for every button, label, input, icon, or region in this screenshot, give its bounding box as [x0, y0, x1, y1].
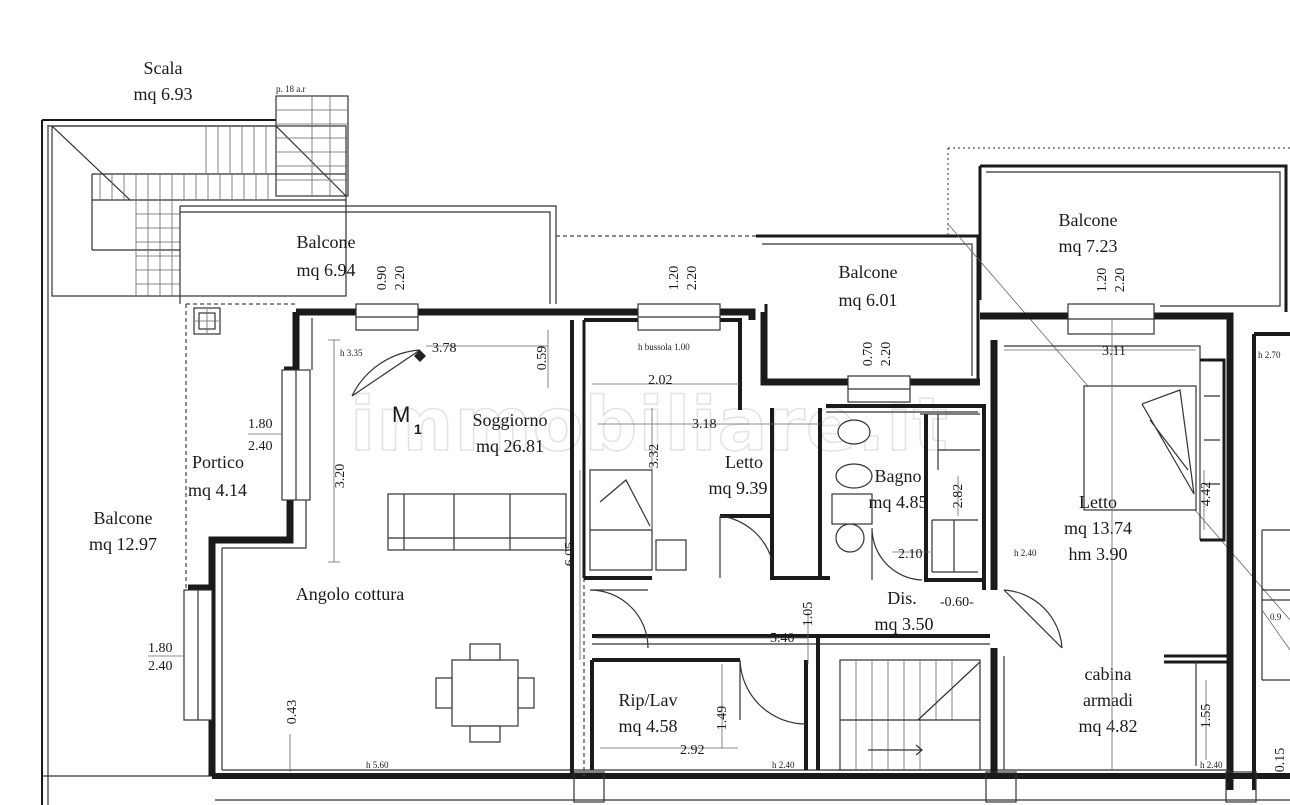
dim-win-top3-b: 2.20: [879, 342, 894, 367]
dim-win-left-a1: 1.80: [248, 417, 273, 432]
label-balcone-right-area: mq 7.23: [1058, 236, 1117, 256]
label-rip-area: mq 4.58: [618, 716, 677, 736]
note-h-bottom-right: h 2.40: [1200, 760, 1223, 770]
label-portico-area: mq 4.14: [188, 480, 247, 500]
label-balcone-left-name: Balcone: [94, 508, 153, 528]
label-letto2-area: mq 13.74: [1064, 518, 1132, 538]
dim-2-02: 2.02: [648, 373, 673, 388]
label-angolo-cottura: Angolo cottura: [296, 584, 404, 604]
dim-2-82: 2.82: [951, 484, 966, 509]
dim-0-60: -0.60-: [940, 595, 974, 610]
apartment-walls: [188, 308, 1290, 803]
dim-3-18: 3.18: [692, 417, 717, 432]
label-letto1-area: mq 9.39: [708, 478, 767, 498]
note-far-right-dim: 0.9: [1270, 612, 1282, 622]
dim-3-32: 3.32: [647, 444, 662, 469]
label-balcone-top-area: mq 6.94: [296, 260, 355, 280]
dim-6-05: 6.05: [563, 542, 578, 567]
marker-north-icon: [414, 350, 426, 362]
note-h-soggiorno: h 3.35: [340, 348, 363, 358]
label-letto2-height: hm 3.90: [1068, 544, 1127, 564]
label-soggiorno-area: mq 26.81: [476, 436, 544, 456]
terrace-outlines: [41, 95, 1290, 805]
label-balcone-left-area: mq 12.97: [89, 534, 157, 554]
label-rip-name: Rip/Lav: [619, 690, 678, 710]
dim-win-left-b1: 1.80: [148, 641, 173, 656]
note-h-bottom-left: h 5.60: [366, 760, 389, 770]
dimension-lines: [289, 320, 1207, 772]
doors: [351, 349, 1063, 725]
dim-0-15: 0.15: [1273, 748, 1288, 773]
dim-5-40: 5.40: [770, 631, 795, 646]
dim-win-top1-a: 0.90: [375, 266, 390, 291]
dim-win-top2-b: 2.20: [685, 266, 700, 291]
label-dis-area: mq 3.50: [874, 614, 933, 634]
note-h-bottom-mid: h 2.40: [772, 760, 795, 770]
dim-win-top4-b: 2.20: [1113, 268, 1128, 293]
dim-0-43: 0.43: [285, 700, 300, 725]
dim-0-59: 0.59: [535, 346, 550, 371]
label-scala-area: mq 6.93: [133, 84, 192, 104]
label-cabina-area: mq 4.82: [1078, 716, 1137, 736]
dim-win-left-b2: 2.40: [148, 659, 173, 674]
label-letto1-name: Letto: [725, 452, 763, 472]
dim-3-20: 3.20: [333, 464, 348, 489]
dim-2-10: 2.10: [898, 547, 923, 562]
label-scala-name: Scala: [144, 58, 183, 78]
label-balcone-right-name: Balcone: [1059, 210, 1118, 230]
label-soggiorno-name: Soggiorno: [472, 410, 547, 430]
dim-2-92: 2.92: [680, 743, 705, 758]
note-scala-top: p. 18 a.r: [276, 84, 306, 94]
dimension-labels: 3.78 3.11 2.02 3.18 2.10 -0.60- 5.40 2.9…: [148, 84, 1288, 772]
room-labels: Scala mq 6.93 Balcone mq 6.94 Balcone mq…: [89, 58, 1138, 736]
dim-win-left-a2: 2.40: [248, 439, 273, 454]
note-h-far-right: h 2.70: [1258, 350, 1281, 360]
dim-4-42: 4.42: [1199, 482, 1214, 507]
furniture: [387, 385, 1197, 771]
dim-win-top3-a: 0.70: [861, 342, 876, 367]
marker-m: M: [392, 402, 410, 427]
note-h-letto2: h 2.40: [1014, 548, 1037, 558]
label-cabina-name: cabina: [1085, 664, 1132, 684]
dim-3-78: 3.78: [432, 341, 457, 356]
dim-win-top2-a: 1.20: [667, 266, 682, 291]
marker-m-sub: 1: [414, 421, 422, 437]
label-balcone-mid-area: mq 6.01: [838, 290, 897, 310]
windows: [183, 303, 1155, 721]
label-cabina-name2: armadi: [1083, 690, 1133, 710]
note-h-letto: h bussola 1.00: [638, 342, 690, 352]
label-balcone-top-name: Balcone: [297, 232, 356, 252]
dim-1-55: 1.55: [1199, 704, 1214, 729]
label-dis-name: Dis.: [887, 588, 917, 608]
label-balcone-mid-name: Balcone: [839, 262, 898, 282]
label-bagno-name: Bagno: [875, 466, 922, 486]
dim-win-top4-a: 1.20: [1095, 268, 1110, 293]
dim-1-49: 1.49: [715, 706, 730, 731]
dim-3-11: 3.11: [1102, 344, 1126, 359]
label-bagno-area: mq 4.85: [868, 492, 927, 512]
label-portico-name: Portico: [192, 452, 244, 472]
dim-1-05: 1.05: [801, 602, 816, 627]
dim-win-top1-b: 2.20: [393, 266, 408, 291]
label-letto2-name: Letto: [1079, 492, 1117, 512]
